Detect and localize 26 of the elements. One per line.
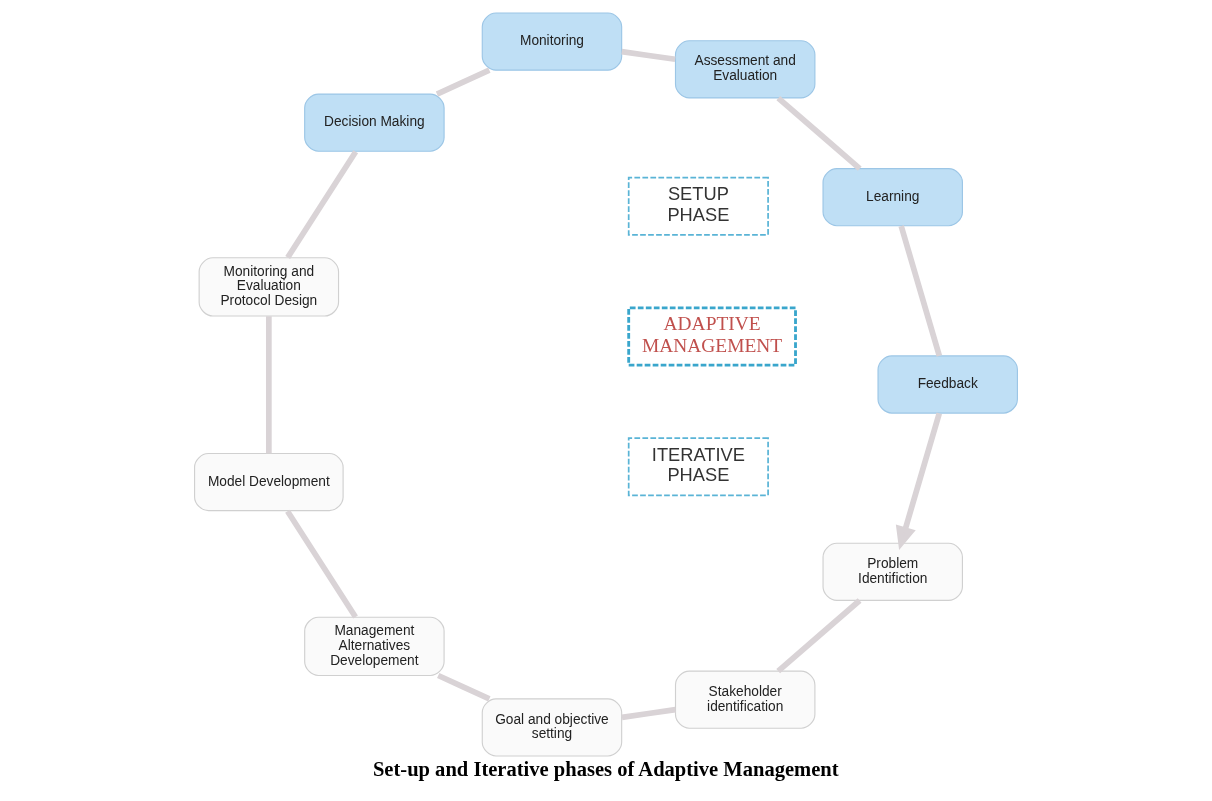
connector: [776, 598, 862, 674]
connector: [621, 706, 676, 721]
node-box: ITERATIVE PHASE: [627, 437, 769, 497]
node-box: Stakeholder identification: [674, 670, 816, 729]
node-box: Learning: [822, 168, 963, 227]
connector: [621, 48, 676, 63]
node-box: ADAPTIVE MANAGEMENT: [627, 306, 797, 367]
node-box: Monitoring: [481, 12, 623, 71]
arrow: [895, 412, 942, 551]
node-box: Feedback: [877, 355, 1018, 414]
node-box: Model Development: [194, 453, 344, 512]
node-box: SETUP PHASE: [627, 176, 769, 236]
node-box: Assessment and Evaluation: [674, 40, 816, 99]
node-box: Monitoring and Evaluation Protocol Design: [198, 257, 340, 317]
connector: [435, 67, 491, 97]
connector: [285, 509, 358, 619]
connector: [437, 672, 491, 702]
connector: [285, 150, 359, 260]
connector: [266, 316, 272, 454]
node-box: Goal and objective setting: [481, 698, 623, 757]
connector: [776, 95, 862, 171]
node-box: Problem Identifiction: [822, 542, 963, 601]
connector: [898, 225, 943, 357]
node-box: Decision Making: [304, 93, 445, 152]
caption: Set-up and Iterative phases of Adaptive Management: [372, 757, 839, 780]
node-box: Management Alternatives Developement: [304, 616, 445, 677]
